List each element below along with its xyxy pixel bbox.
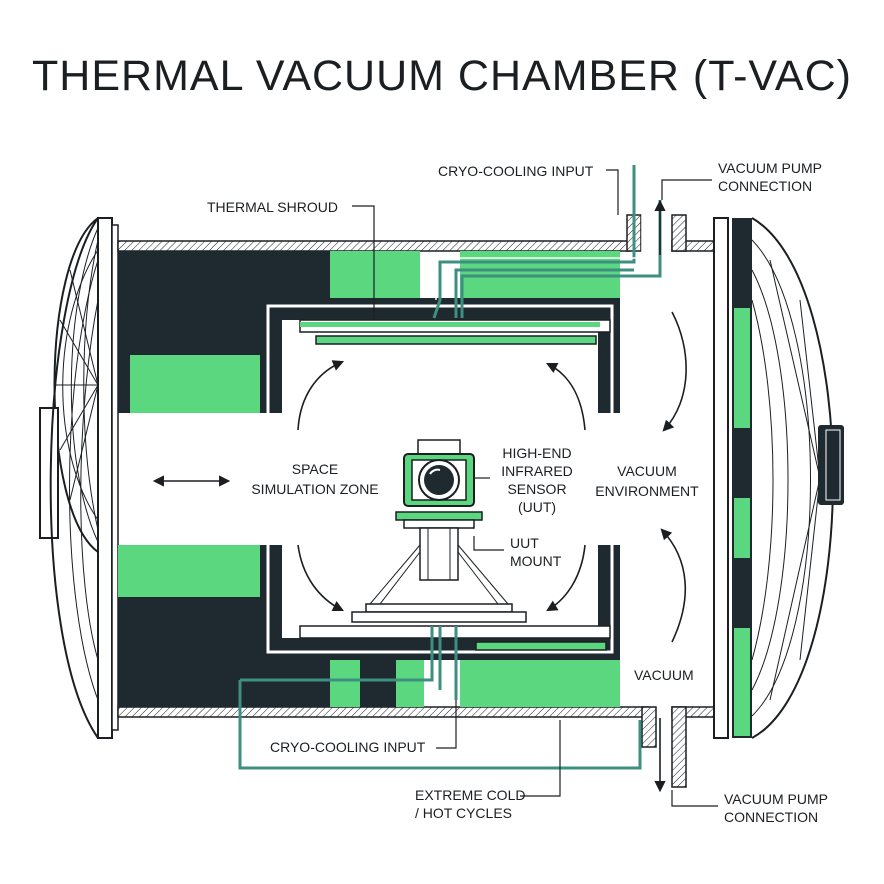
label-sensor-3: SENSOR	[507, 481, 566, 497]
label-env-1: VACUUM	[617, 463, 677, 479]
left-dome	[39, 217, 119, 739]
label-thermal-shroud: THERMAL SHROUD	[207, 199, 338, 215]
labels: CRYO-COOLING INPUT VACUUM PUMP CONNECTIO…	[207, 160, 828, 825]
label-sensor-1: HIGH-END	[502, 445, 571, 461]
label-cryo-bottom: CRYO-COOLING INPUT	[270, 739, 426, 755]
right-dome	[713, 217, 844, 739]
label-vacuum: VACUUM	[634, 667, 694, 683]
label-cycles-2: / HOT CYCLES	[415, 805, 512, 821]
label-zone-2: SIMULATION ZONE	[251, 481, 378, 497]
insulation-blocks	[118, 251, 620, 707]
cryo-pipe-bottom	[238, 626, 666, 793]
label-sensor-2: INFRARED	[501, 463, 573, 479]
label-pump-bottom-1: VACUUM PUMP	[724, 791, 828, 807]
diagram-title: THERMAL VACUUM CHAMBER (T-VAC)	[32, 52, 852, 100]
label-mount-2: MOUNT	[510, 553, 562, 569]
uut-mount	[351, 527, 527, 623]
thermal-shroud-top	[260, 298, 620, 413]
uut-sensor	[395, 439, 483, 529]
label-cryo-top: CRYO-COOLING INPUT	[438, 163, 594, 179]
label-pump-bottom-2: CONNECTION	[724, 809, 818, 825]
label-pump-top-2: CONNECTION	[718, 178, 812, 194]
leader-lines	[352, 169, 718, 807]
label-env-2: ENVIRONMENT	[595, 483, 699, 499]
circulation-arrows	[152, 311, 687, 643]
cryo-pipe-top	[432, 165, 666, 319]
label-cycles-1: EXTREME COLD	[415, 787, 525, 803]
label-pump-top-1: VACUUM PUMP	[718, 160, 822, 176]
label-zone-1: SPACE	[292, 461, 338, 477]
label-sensor-4: (UUT)	[518, 499, 556, 515]
label-mount-1: UUT	[510, 535, 539, 551]
